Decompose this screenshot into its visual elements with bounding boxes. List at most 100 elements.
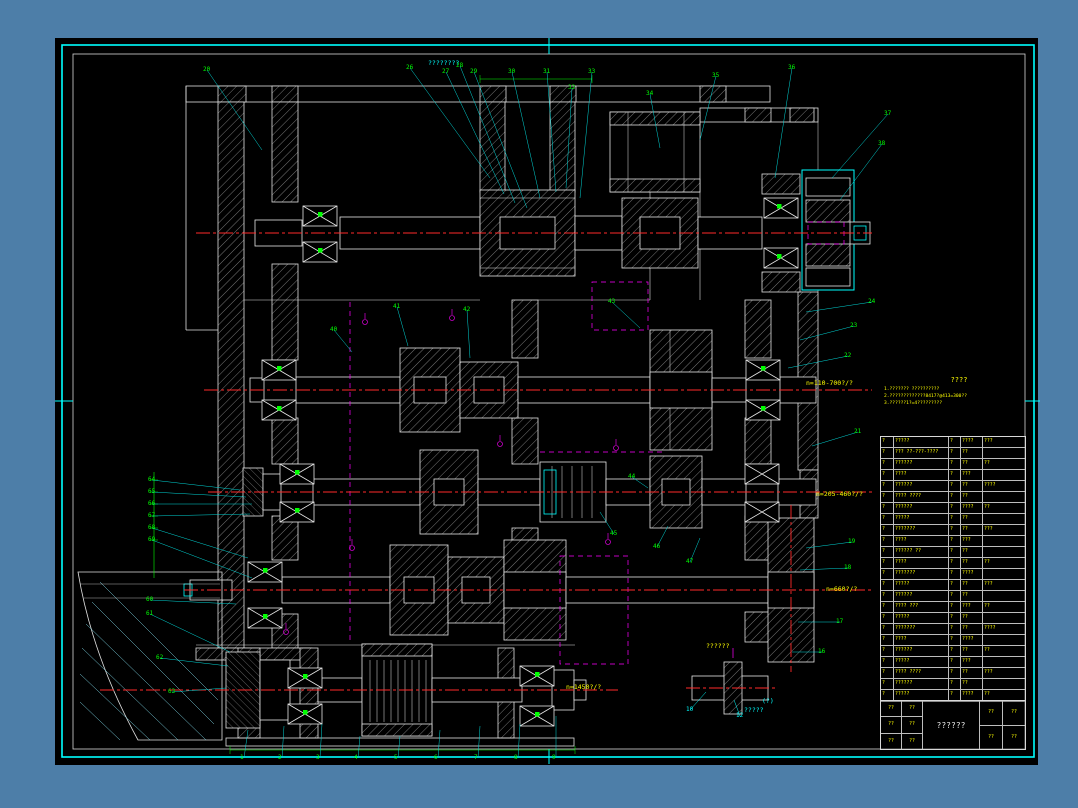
bom-cell <box>983 679 1025 689</box>
part-callout-10: 10 <box>686 706 694 713</box>
bom-row-14: ???????????? <box>881 580 1025 591</box>
bom-cell: ???? <box>894 470 949 480</box>
bom-cell: ? <box>949 558 961 568</box>
detail-view-title: ?????? <box>706 642 730 650</box>
part-callout-45: 45 <box>610 530 618 537</box>
bom-row-21: ?????????? <box>881 657 1025 668</box>
part-callout-31: 31 <box>543 68 551 75</box>
bom-cell: ??????? <box>894 525 949 535</box>
bom-cell: ?? <box>961 448 983 458</box>
bom-cell: ?? <box>961 580 983 590</box>
bom-cell: ???? <box>961 635 983 645</box>
bom-cell: ???? <box>961 690 983 701</box>
bom-cell <box>983 536 1025 546</box>
bom-cell: ???? <box>894 635 949 645</box>
bom-cell: ??? <box>961 602 983 612</box>
notes-line: 2.?????????????8417?@413=300?? <box>884 394 967 399</box>
bom-cell: ? <box>949 635 961 645</box>
bom-cell: ? <box>949 602 961 612</box>
bom-cell: ? <box>949 492 961 502</box>
part-callout-23: 23 <box>850 322 858 329</box>
bom-row-5: ?????????????? <box>881 481 1025 492</box>
part-callout-19: 19 <box>848 538 856 545</box>
bom-row-6: ????? ??????? <box>881 492 1025 503</box>
bom-cell: ? <box>881 690 894 701</box>
bom-cell: ??? <box>984 439 993 444</box>
bom-cell: ? <box>881 624 894 634</box>
bom-cell: ??? <box>984 582 993 587</box>
part-callout-60: 60 <box>146 596 154 603</box>
part-callout-43: 43 <box>608 298 616 305</box>
bom-cell: ? <box>881 503 894 513</box>
bom-cell: ? <box>949 525 961 535</box>
bom-cell: ? <box>949 690 961 701</box>
bom-cell: ? <box>881 668 894 678</box>
title-block-cell: ?? <box>1011 734 1017 740</box>
title-block-cell: ?? <box>909 706 915 712</box>
bom-cell: ?????? <box>894 591 949 601</box>
drawing-title: ?????? <box>936 720 966 730</box>
bom-cell: ? <box>881 470 894 480</box>
bom-cell: ? <box>881 448 894 458</box>
bom-cell: ? <box>949 591 961 601</box>
bom-row-8: ????????? <box>881 514 1025 525</box>
bom-cell: ? <box>881 492 894 502</box>
bom-cell: ????? <box>894 514 949 524</box>
title-block: ?? ?? ?? ?? ?? ?? ?????? ?? ?? ?? ?? <box>880 700 1026 750</box>
part-callout-21: 21 <box>854 428 862 435</box>
part-callout-63: 63 <box>168 688 176 695</box>
bom-cell <box>983 635 1025 645</box>
bom-row-3: ???????????? <box>881 459 1025 470</box>
bom-cell: ?? <box>961 525 983 535</box>
bom-cell: ??????? <box>894 569 949 579</box>
leader-lines <box>149 65 889 759</box>
bom-row-15: ?????????? <box>881 591 1025 602</box>
part-callout-30: 30 <box>508 68 516 75</box>
bom-cell <box>983 657 1025 667</box>
bom-cell <box>983 591 1025 601</box>
bom-cell: ? <box>949 437 961 447</box>
bom-cell: ????? <box>894 580 949 590</box>
bom-cell: ? <box>881 437 894 447</box>
part-callout-61: 61 <box>146 610 154 617</box>
part-callout-6: 6 <box>434 754 438 761</box>
bom-cell: ?? <box>961 459 983 469</box>
part-callout-40: 40 <box>330 326 338 333</box>
bom-cell: ??? ??-???-???? <box>894 448 949 458</box>
part-callout-20: 20 <box>203 66 211 73</box>
part-callout-42: 42 <box>463 306 471 313</box>
part-callout-26: 26 <box>406 64 414 71</box>
bom-cell: ? <box>949 481 961 491</box>
bom-cell: ?? <box>961 613 983 623</box>
bom-cell: ?? <box>961 558 983 568</box>
part-callout-67: 67 <box>148 512 156 519</box>
notes-line: 1.??????? ?????????? <box>884 387 940 392</box>
part-callout-12: 12 <box>736 712 744 719</box>
bom-cell: ? <box>881 547 894 557</box>
bom-cell: ?????? <box>894 646 949 656</box>
part-callout-1: 1 <box>240 754 244 761</box>
bom-cell: ? <box>881 591 894 601</box>
bom-cell <box>983 492 1025 502</box>
bom-cell: ? <box>881 580 894 590</box>
part-callout-2: 2 <box>278 754 282 761</box>
bom-cell: ? <box>949 569 961 579</box>
notes-line: 3.??????1?=4????????? <box>884 401 943 406</box>
bom-row-23: ?????????? <box>881 679 1025 690</box>
part-callout-44: 44 <box>628 473 636 480</box>
bom-cell: ? <box>881 657 894 667</box>
bom-cell: ???? <box>961 503 983 513</box>
bom-cell: ?? <box>984 692 990 697</box>
bom-row-2: ???? ??-???-??????? <box>881 448 1025 459</box>
speed-shaft-3: n=205-460?/? <box>816 490 863 498</box>
part-callout-5: 5 <box>394 754 398 761</box>
bom-cell: ?? <box>961 679 983 689</box>
bom-rows: ?????????????????? ??-???-??????????????… <box>881 437 1025 701</box>
title-block-cell: ?? <box>881 717 902 733</box>
bom-cell: ?? <box>984 648 990 653</box>
bom-cell: ?????? <box>894 503 949 513</box>
bom-cell: ??????? <box>894 624 949 634</box>
bom-cell: ? <box>881 459 894 469</box>
bom-cell: ? <box>949 503 961 513</box>
bom-cell: ??? <box>961 657 983 667</box>
